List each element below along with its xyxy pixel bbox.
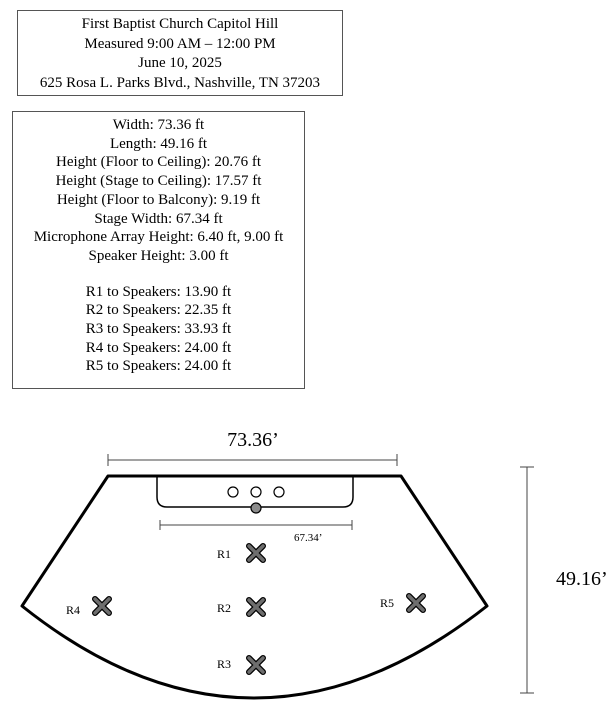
receiver-r1: R1: [217, 543, 266, 563]
speaker-icon: [250, 486, 262, 498]
microphone-icon: [250, 502, 262, 514]
spec-stage-width: Stage Width: 67.34 ft: [94, 210, 223, 227]
measurement-date: June 10, 2025: [138, 55, 222, 71]
distance-r1: R1 to Speakers: 13.90 ft: [85, 283, 232, 300]
receiver-label: R4: [66, 603, 80, 617]
spec-height-stage-ceiling: Height (Stage to Ceiling): 17.57 ft: [55, 173, 262, 190]
distance-r2: R2 to Speakers: 22.35 ft: [85, 302, 232, 319]
stage-width-label: 67.34’: [294, 532, 322, 544]
venue-address: 625 Rosa L. Parks Blvd., Nashville, TN 3…: [39, 74, 321, 91]
spec-mic-array-height: Microphone Array Height: 6.40 ft, 9.00 f…: [33, 229, 284, 246]
spec-height-floor-ceiling: Height (Floor to Ceiling): 20.76 ft: [56, 154, 261, 171]
receiver-label: R3: [217, 657, 231, 671]
distance-r3: R3 to Speakers: 33.93 ft: [85, 321, 232, 338]
x-marker-icon: [246, 597, 266, 617]
x-marker-icon: [92, 596, 112, 616]
spec-speaker-height: Speaker Height: 3.00 ft: [88, 247, 229, 264]
receiver-label: R1: [217, 547, 231, 561]
room-outline: [20, 474, 489, 700]
venue-name: First Baptist Church Capitol Hill: [81, 16, 279, 32]
receiver-r4: R4: [66, 596, 112, 617]
width-label: 73.36’: [227, 429, 279, 451]
speaker-icon: [273, 486, 285, 498]
speaker-array: [227, 486, 285, 514]
length-dimension: 49.16’: [520, 466, 608, 694]
venue-info-box: First Baptist Church Capitol Hill Measur…: [17, 10, 343, 96]
x-marker-icon: [246, 655, 266, 675]
measurement-time: Measured 9:00 AM – 12:00 PM: [84, 35, 276, 52]
floor-plan-diagram: 73.36’ 49.16’ 67.34’ R1 R2: [20, 429, 608, 700]
distance-r4: R4 to Speakers: 24.00 ft: [85, 339, 232, 356]
spacer: [13, 266, 304, 283]
length-label: 49.16’: [556, 568, 608, 590]
receiver-label: R2: [217, 601, 231, 615]
width-dimension: 73.36’: [107, 429, 398, 466]
speaker-icon: [227, 486, 239, 498]
receiver-label: R5: [380, 596, 394, 610]
x-marker-icon: [406, 593, 426, 613]
distance-r5: R5 to Speakers: 24.00 ft: [85, 358, 232, 375]
x-marker-icon: [246, 543, 266, 563]
receiver-r3: R3: [217, 655, 266, 675]
receiver-r2: R2: [217, 597, 266, 617]
spec-height-floor-balcony: Height (Floor to Balcony): 9.19 ft: [56, 191, 261, 208]
room-specs-box: Width: 73.36 ft Length: 49.16 ft Height …: [12, 111, 305, 389]
stage-width-dimension: 67.34’: [159, 520, 353, 544]
spec-length: Length: 49.16 ft: [109, 135, 208, 152]
receiver-r5: R5: [380, 593, 426, 613]
spec-width: Width: 73.36 ft: [112, 117, 205, 133]
